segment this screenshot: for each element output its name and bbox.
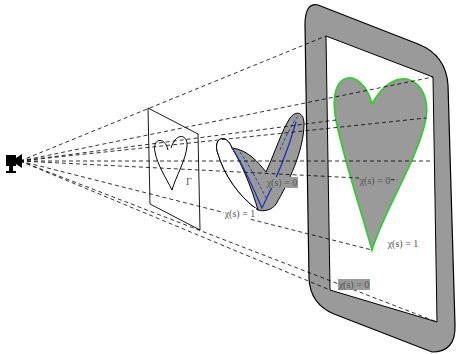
region-label: χ(s) = 0 bbox=[338, 279, 371, 290]
curve-label: Γ bbox=[185, 176, 193, 187]
region-label: χ(s) = 0 bbox=[266, 177, 299, 188]
object-body bbox=[217, 113, 304, 211]
object-contour-hidden bbox=[240, 116, 298, 198]
screen-surface bbox=[326, 36, 437, 322]
object-front bbox=[217, 139, 258, 210]
region-label: χ(s) = 0 bbox=[359, 175, 392, 186]
region-label: χ(s) = 1 bbox=[224, 208, 257, 219]
shadow-shape bbox=[334, 78, 426, 250]
camera-icon bbox=[6, 154, 22, 173]
image-curve bbox=[155, 137, 188, 191]
projection-rays bbox=[20, 36, 437, 322]
region-label: χ(s) = 1 bbox=[387, 238, 420, 249]
